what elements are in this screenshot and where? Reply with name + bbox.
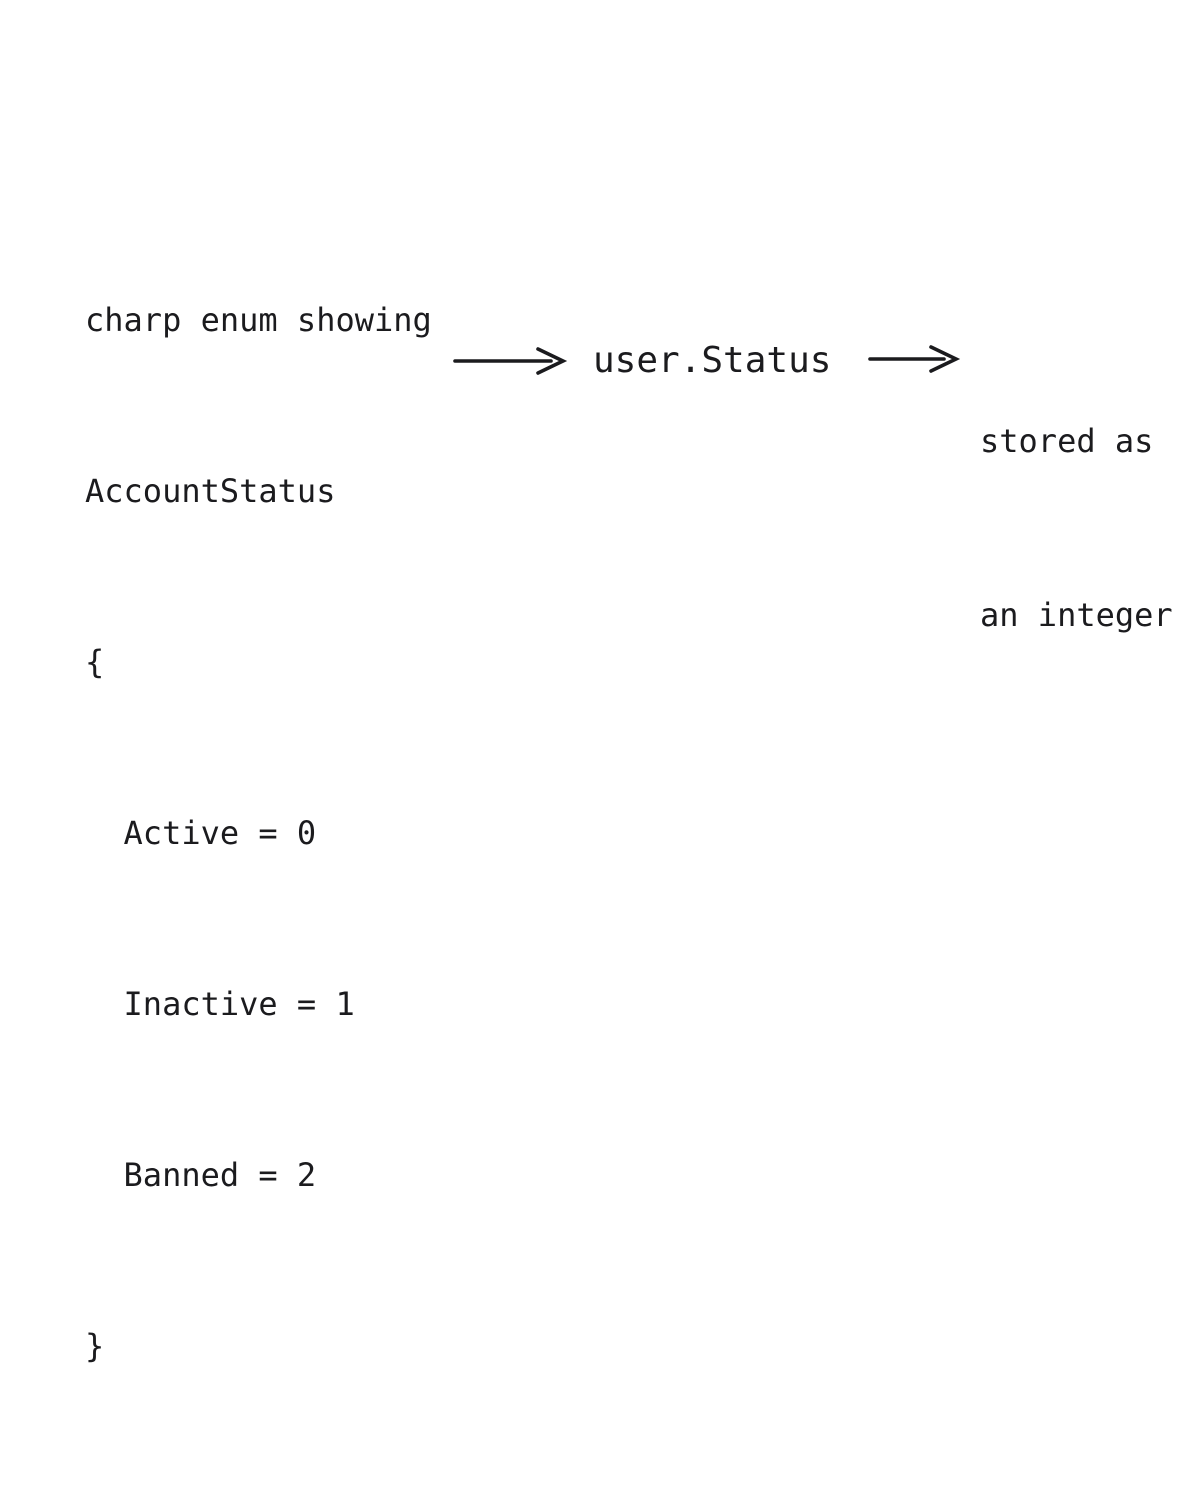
code-line-caption: charp enum showing <box>85 301 432 339</box>
code-line-open-brace: { <box>85 643 105 681</box>
an-integer-line: an integer <box>980 596 1173 634</box>
code-line-active: Active = 0 <box>85 814 317 852</box>
enum-code-block: charp enum showing AccountStatus { Activ… <box>85 178 432 1489</box>
code-line-enum-name: AccountStatus <box>85 472 336 510</box>
right-arrow-icon <box>453 347 568 375</box>
code-line-close-brace: } <box>85 1327 105 1365</box>
stored-as-line: stored as <box>980 422 1154 460</box>
code-line-banned: Banned = 2 <box>85 1156 317 1194</box>
right-arrow-icon <box>868 345 961 373</box>
stored-as-integer-label: stored as an integer <box>980 296 1173 760</box>
user-status-label: user.Status <box>593 340 832 381</box>
diagram-canvas: charp enum showing AccountStatus { Activ… <box>85 296 1173 1365</box>
code-line-inactive: Inactive = 1 <box>85 985 355 1023</box>
